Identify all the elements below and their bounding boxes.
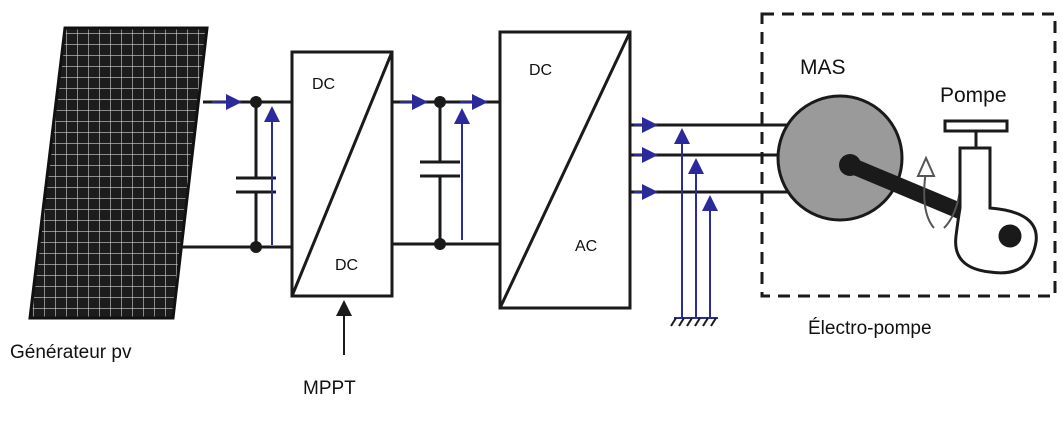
dc-bus-2 — [392, 100, 500, 246]
motor-label: MAS — [800, 56, 846, 79]
ground-symbol — [670, 317, 717, 327]
inverter-output-label: AC — [575, 238, 598, 255]
inverter-input-label: DC — [529, 62, 553, 79]
dcdc-output-label: DC — [335, 257, 359, 274]
mppt-label: MPPT — [303, 378, 356, 399]
junction-dot — [250, 241, 262, 253]
junction-dot — [434, 238, 446, 250]
phase-voltage-arrows — [674, 128, 718, 319]
inverter — [498, 30, 632, 310]
pv-generator-label: Générateur pv — [10, 342, 132, 363]
phase-current-arrows — [634, 117, 658, 200]
electro-pump-label: Électro-pompe — [808, 318, 932, 339]
measure-signal-2 — [400, 94, 488, 240]
measure-signal-1 — [212, 94, 280, 245]
junction-dot — [250, 96, 262, 108]
dc-bus-1 — [180, 100, 292, 249]
electro-pump-enclosure — [760, 12, 1057, 298]
pump-label: Pompe — [940, 84, 1007, 107]
pv-panel — [28, 26, 209, 320]
dcdc-input-label: DC — [312, 76, 336, 93]
three-phase-lines — [630, 123, 790, 194]
pump — [943, 119, 1038, 275]
junction-dot — [434, 96, 446, 108]
dcdc-converter — [290, 50, 394, 298]
